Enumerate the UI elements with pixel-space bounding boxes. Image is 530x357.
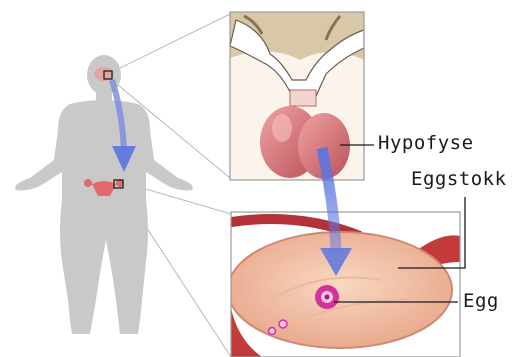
label-egg: Egg xyxy=(463,290,499,312)
brain-marker xyxy=(94,67,114,81)
label-ovary: Eggstokk xyxy=(411,168,507,190)
label-pituitary: Hypofyse xyxy=(378,132,474,154)
pituitary-panel xyxy=(230,12,364,180)
ovary-panel xyxy=(228,212,460,357)
